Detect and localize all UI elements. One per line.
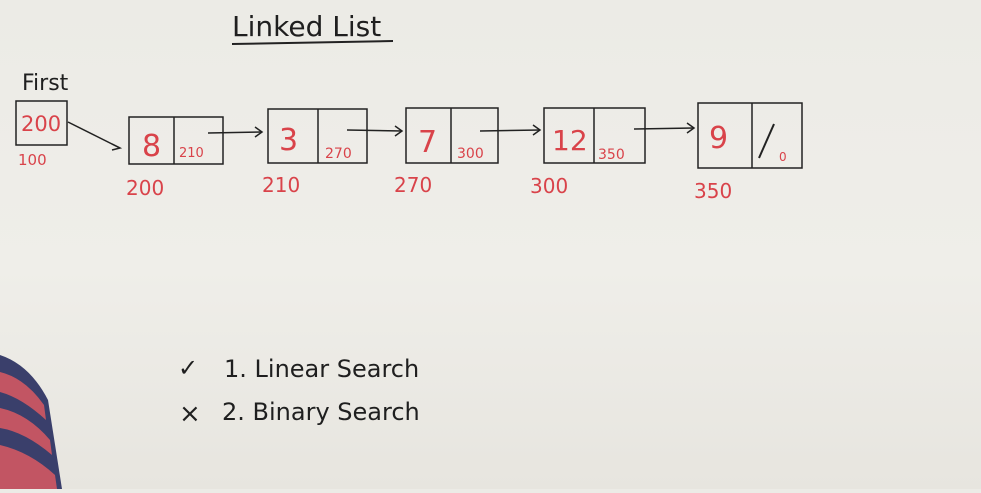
node-1-address: 200 — [126, 176, 164, 200]
search-item-1: 1. Linear Search — [224, 355, 419, 383]
first-label: First — [22, 71, 69, 96]
arrow-node3-to-node4 — [479, 129, 541, 132]
node-1-data: 8 — [142, 129, 161, 164]
node-2: 3 270 210 — [262, 108, 368, 197]
arrow-head-2 — [394, 125, 404, 137]
search-item-2: 2. Binary Search — [222, 398, 420, 426]
null-slash — [758, 123, 775, 159]
node-4-next: 350 — [598, 147, 625, 163]
node-5-address: 350 — [694, 179, 732, 203]
first-address: 100 — [18, 151, 47, 169]
arrow-node2-to-node3 — [346, 129, 403, 132]
node-3-data: 7 — [418, 125, 437, 160]
node-3-box — [405, 107, 499, 164]
node-2-address: 210 — [262, 173, 300, 197]
arrow-head-4 — [686, 122, 696, 134]
node-1-next: 210 — [179, 146, 204, 161]
pointer-arrows — [67, 121, 696, 151]
node-5-box — [697, 102, 803, 169]
node-4: 12 350 300 — [530, 107, 646, 198]
title-underline — [231, 40, 394, 45]
node-3-address: 270 — [394, 173, 432, 197]
node-2-next: 270 — [325, 146, 352, 162]
check-mark: ✓ — [178, 354, 198, 382]
node-1: 8 210 200 — [126, 116, 224, 200]
node-5-data: 9 — [709, 121, 728, 156]
node-4-data: 12 — [552, 124, 588, 157]
node-3: 7 300 270 — [394, 107, 499, 197]
presenter-shoulder — [0, 355, 62, 489]
node-1-box — [128, 116, 224, 165]
arrow-head-3 — [532, 124, 542, 136]
node-2-data: 3 — [279, 123, 298, 158]
cross-mark: × — [179, 399, 201, 429]
arrow-first-to-node1 — [67, 121, 121, 149]
search-list: ✓ 1. Linear Search × 2. Binary Search — [178, 354, 420, 429]
node-5: 9 0 350 — [694, 102, 803, 203]
node-3-next: 300 — [457, 146, 484, 162]
arrow-head-first — [111, 143, 123, 151]
arrow-head-1 — [254, 126, 264, 138]
arrow-node1-to-node2 — [207, 131, 263, 134]
diagram-title: Linked List — [232, 10, 381, 43]
node-5-next: 0 — [779, 150, 787, 164]
first-box — [15, 100, 68, 146]
arrow-node4-to-node5 — [633, 127, 695, 130]
first-value: 200 — [21, 112, 61, 136]
node-4-address: 300 — [530, 174, 568, 198]
